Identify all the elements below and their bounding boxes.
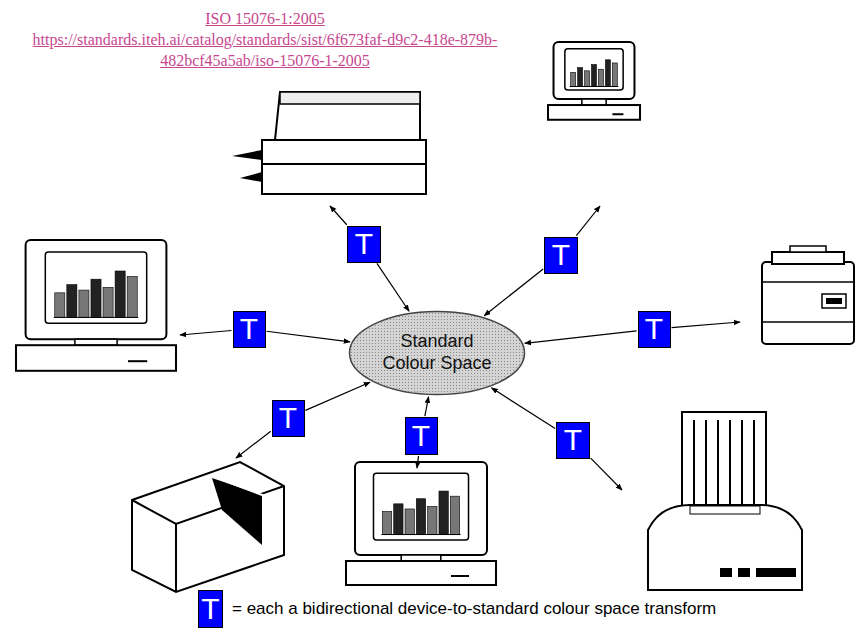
scanner-icon bbox=[132, 462, 284, 592]
device-arrow bbox=[330, 206, 347, 225]
device-arrow bbox=[671, 322, 740, 328]
swatch-letter: T bbox=[201, 594, 219, 624]
transform-connector bbox=[484, 269, 543, 316]
transform-connector bbox=[377, 263, 409, 311]
legend-swatch: T bbox=[198, 590, 223, 628]
monitor-icon bbox=[16, 240, 176, 371]
transform-connector bbox=[266, 331, 349, 342]
space-name: Standard Colour Space bbox=[381, 331, 493, 374]
transform-letter: T bbox=[279, 403, 297, 433]
line-printer-icon bbox=[648, 412, 802, 590]
ellipse-shape bbox=[350, 312, 525, 395]
transform-box: T bbox=[405, 417, 438, 455]
legend-text: = each a bidirectional device-to-standar… bbox=[232, 599, 716, 619]
url-watermark: https://standards.iteh.ai/catalog/standa… bbox=[0, 29, 530, 71]
transform-box: T bbox=[556, 422, 590, 459]
transform-letter: T bbox=[240, 314, 258, 344]
office-printer-icon bbox=[762, 246, 854, 344]
device-arrow bbox=[576, 206, 600, 236]
transform-connector bbox=[525, 331, 637, 343]
transform-box: T bbox=[544, 237, 578, 274]
device-arrow bbox=[591, 458, 622, 490]
standard-link: ISO 15076-1:2005 bbox=[140, 8, 390, 29]
monitor-icon bbox=[346, 462, 496, 585]
transform-letter: T bbox=[355, 229, 373, 259]
monitor-icon bbox=[548, 42, 640, 120]
device-arrow bbox=[180, 331, 232, 335]
transform-letter: T bbox=[552, 240, 570, 270]
device-arrow bbox=[236, 431, 271, 458]
laser-printer-icon bbox=[232, 92, 426, 194]
transform-connector bbox=[425, 397, 429, 416]
transform-letter: T bbox=[564, 425, 582, 455]
transform-connector bbox=[491, 388, 555, 429]
transform-connector bbox=[305, 382, 370, 410]
device-arrow bbox=[417, 456, 419, 468]
transform-letter: T bbox=[645, 314, 663, 344]
transform-box: T bbox=[272, 400, 305, 437]
transform-box: T bbox=[638, 311, 671, 348]
colour-space-ellipse: Standard Colour Space bbox=[348, 310, 526, 396]
transform-box: T bbox=[233, 311, 266, 348]
transform-box: T bbox=[347, 226, 381, 263]
transform-letter: T bbox=[412, 421, 430, 451]
